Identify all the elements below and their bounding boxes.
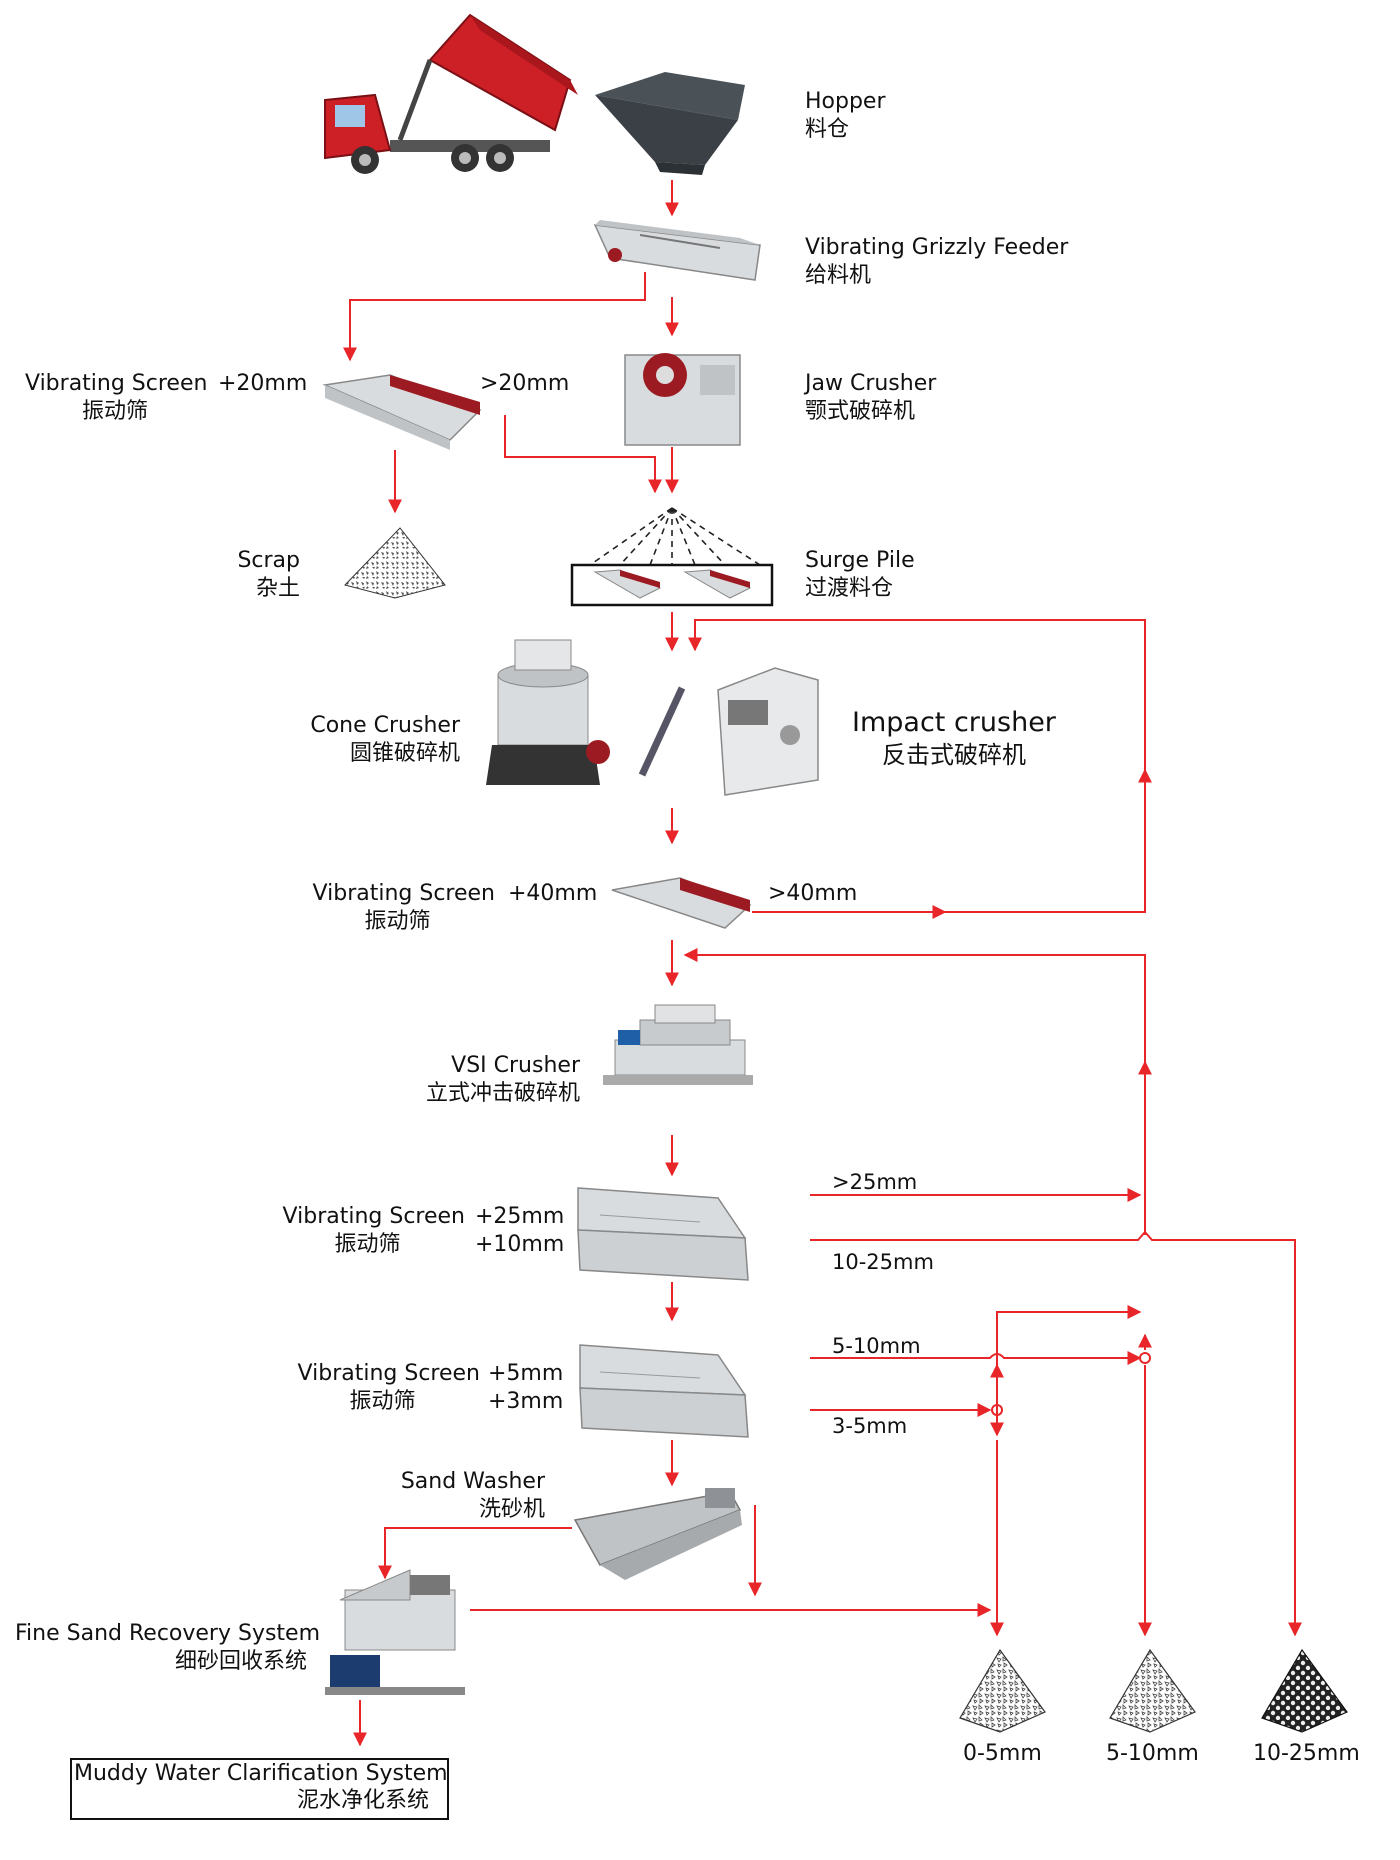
screen2-out: >40mm	[768, 881, 858, 906]
cone-label: Cone Crusher 圆锥破碎机	[280, 712, 460, 768]
washer-label-zh: 洗砂机	[478, 1497, 545, 1522]
cone-crusher-icon	[486, 639, 610, 785]
finesand-label: Fine Sand Recovery System 细砂回收系统	[15, 1620, 321, 1676]
screen1-label-en: Vibrating Screen	[25, 371, 208, 396]
surge-label: Surge Pile 过渡料仓	[805, 547, 915, 603]
screen4-out1: 5-10mm	[832, 1334, 921, 1358]
surge-pile-icon	[589, 507, 761, 566]
jaw-label-zh: 颚式破碎机	[805, 399, 916, 424]
cone-label-zh: 圆锥破碎机	[349, 741, 460, 766]
screen1-mesh: +20mm	[218, 371, 308, 396]
impact-label: Impact crusher 反击式破碎机	[852, 707, 1056, 771]
screen4-out2: 3-5mm	[832, 1414, 908, 1438]
impact-label-en: Impact crusher	[852, 707, 1056, 738]
screen4-mesh1: +5mm	[488, 1361, 564, 1386]
surge-label-en: Surge Pile	[805, 548, 915, 573]
hopper-label: Hopper 料仓	[805, 88, 886, 144]
scrap-label: Scrap 杂土	[200, 547, 300, 603]
screen3-out2: 10-25mm	[832, 1250, 934, 1274]
vibrating-screen-4-icon	[579, 1344, 749, 1438]
screen4-label-en: Vibrating Screen	[297, 1361, 480, 1386]
feeder-label: Vibrating Grizzly Feeder 给料机	[805, 234, 1068, 290]
product-10-25mm-label: 10-25mm	[1253, 1741, 1360, 1766]
fine-sand-recovery-icon	[325, 1569, 465, 1695]
screen1-out: >20mm	[480, 371, 570, 396]
surge-label-zh: 过渡料仓	[805, 576, 894, 601]
surge-screens-icon	[593, 569, 752, 599]
scrap-pile-icon	[344, 527, 446, 599]
pile-5-10mm-icon	[1109, 1648, 1196, 1733]
screen3-mesh1: +25mm	[475, 1204, 565, 1229]
screen2-label-en: Vibrating Screen	[312, 881, 495, 906]
hopper-icon	[595, 72, 745, 175]
jaw-label-en: Jaw Crusher	[805, 371, 937, 396]
hopper-label-zh: 料仓	[805, 117, 850, 142]
feeder-label-en: Vibrating Grizzly Feeder	[805, 235, 1069, 260]
vibrating-screen-3-icon	[577, 1187, 749, 1281]
impact-crusher-icon	[717, 667, 819, 796]
screen2-label: Vibrating Screen 振动筛	[300, 880, 495, 936]
muddy-label-en: Muddy Water Clarification System	[74, 1761, 448, 1786]
screen3-label-zh: 振动筛	[334, 1232, 401, 1257]
vsi-label: VSI Crusher 立式冲击破碎机	[385, 1052, 580, 1108]
screen3-out1: >25mm	[832, 1170, 918, 1194]
feeder-icon	[593, 220, 761, 281]
impact-label-zh: 反击式破碎机	[881, 741, 1026, 769]
screen1-label: Vibrating Screen 振动筛	[25, 370, 208, 426]
feeder-label-zh: 给料机	[805, 263, 872, 288]
finesand-label-zh: 细砂回收系统	[174, 1649, 307, 1674]
dump-truck-icon	[324, 13, 578, 174]
product-5-10mm-label: 5-10mm	[1106, 1741, 1199, 1766]
hopper-label-en: Hopper	[805, 89, 886, 114]
cone-label-en: Cone Crusher	[310, 713, 460, 738]
flow-arrows	[343, 180, 1302, 1747]
screen2-label-zh: 振动筛	[364, 909, 431, 934]
screen4-mesh: +5mm +3mm	[488, 1360, 563, 1416]
screen4-mesh2: +3mm	[488, 1389, 564, 1414]
or-divider	[638, 686, 686, 777]
screen3-label: Vibrating Screen 振动筛	[270, 1203, 465, 1259]
washer-label: Sand Washer 洗砂机	[370, 1468, 545, 1524]
finesand-label-en: Fine Sand Recovery System	[15, 1621, 321, 1646]
muddy-label-zh: 泥水净化系统	[296, 1788, 429, 1813]
washer-label-en: Sand Washer	[400, 1469, 545, 1494]
screen3-label-en: Vibrating Screen	[282, 1204, 465, 1229]
vibrating-screen-2-icon	[611, 877, 752, 929]
screen4-label: Vibrating Screen 振动筛	[285, 1360, 480, 1416]
jaw-label: Jaw Crusher 颚式破碎机	[805, 370, 936, 426]
vibrating-screen-1-icon	[322, 374, 482, 450]
scrap-label-zh: 杂土	[255, 576, 300, 601]
screen4-label-zh: 振动筛	[349, 1389, 416, 1414]
screen1-label-zh: 振动筛	[81, 399, 148, 424]
scrap-label-en: Scrap	[237, 548, 300, 573]
pile-0-5mm-icon	[959, 1648, 1046, 1733]
screen3-mesh: +25mm +10mm	[475, 1203, 564, 1259]
vsi-label-en: VSI Crusher	[451, 1053, 580, 1078]
vsi-label-zh: 立式冲击破碎机	[425, 1081, 580, 1106]
vsi-crusher-icon	[603, 1004, 753, 1085]
sand-washer-icon	[573, 1488, 742, 1580]
screen2-mesh: +40mm	[508, 881, 598, 906]
muddy-water-box: Muddy Water Clarification System 泥水净化系统	[70, 1758, 449, 1820]
jaw-crusher-icon	[624, 353, 741, 446]
product-0-5mm-label: 0-5mm	[963, 1741, 1042, 1766]
pile-10-25mm-icon	[1261, 1648, 1348, 1733]
screen3-mesh2: +10mm	[475, 1232, 565, 1257]
